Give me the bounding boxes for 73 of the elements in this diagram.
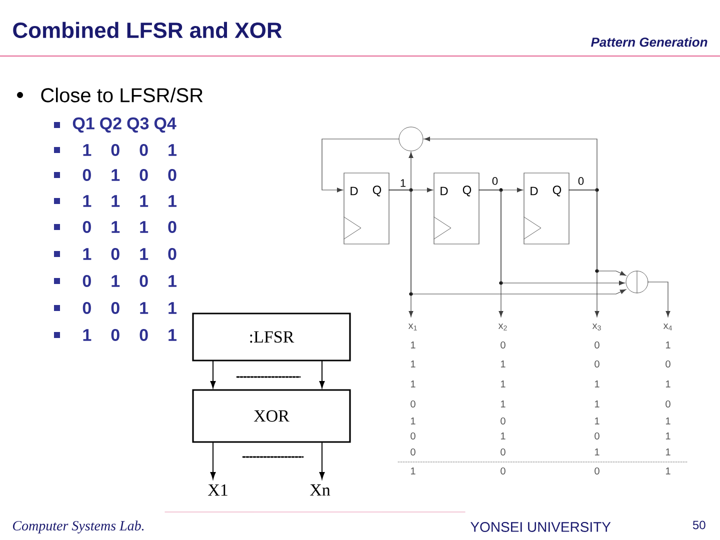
table-cell: 1 [501, 380, 506, 388]
table-cell: 1 [666, 380, 670, 388]
table-cell: 1 [595, 380, 600, 388]
arrow [424, 136, 598, 190]
table-cell: 1 [411, 468, 416, 474]
arrow [478, 190, 504, 317]
arrow [648, 282, 670, 317]
edge-label: 0 [577, 176, 585, 186]
xor-circle [398, 126, 424, 152]
table-cell: 0 [410, 448, 416, 456]
table-cell: 0 [594, 467, 600, 475]
footer-text: Computer Systems Lab. [13, 520, 144, 534]
table-cell: 0 [594, 341, 600, 349]
table-cell: 1 [595, 400, 600, 408]
table-cell: 0 [410, 400, 416, 408]
bullet-text: Q1 Q2 Q3 Q4 [72, 117, 176, 133]
edge-label: 0 [491, 176, 499, 186]
arrow [319, 360, 325, 388]
table-cell: 0 [500, 417, 506, 425]
arrow [322, 138, 400, 192]
bullet-text: Close to LFSR/SR [41, 88, 203, 102]
bullet-text: 1 0 0 1 [83, 328, 177, 342]
table-cell: 1 [501, 400, 506, 408]
page-number: 50 [692, 520, 706, 530]
table-cell: 1 [411, 418, 416, 424]
table-cell: 0 [594, 360, 600, 368]
bullet-text: 0 1 1 0 [82, 220, 176, 234]
table-cell: 0 [666, 400, 670, 408]
flip-flop: D Q [524, 172, 570, 244]
column-header: x$_{2}$ [498, 324, 507, 330]
table-cell: 1 [411, 360, 416, 368]
xor-circle [626, 270, 648, 294]
table-cell: 0 [410, 432, 416, 440]
bullet-text: 1 1 1 1 [83, 195, 177, 207]
table-cell: 1 [595, 448, 600, 456]
arrow [388, 190, 414, 317]
block-box: :LFSR [192, 312, 351, 362]
table-cell: 1 [411, 380, 416, 388]
table-cell: 1 [501, 360, 506, 368]
header-text: Pattern Generation [591, 37, 708, 47]
footer-text: YONSEI UNIVERSITY [470, 522, 611, 532]
table-cell: 1 [595, 418, 600, 424]
arrow [210, 442, 216, 480]
column-header: x$_{4}$ [663, 324, 672, 330]
table-cell: 0 [500, 448, 506, 456]
table-cell: 0 [500, 467, 506, 475]
arrow [568, 190, 600, 317]
arrow [319, 442, 325, 480]
bullet-text: 0 1 0 1 [82, 274, 177, 288]
table-cell: 1 [666, 468, 670, 474]
flip-flop: D Q [434, 172, 480, 244]
bullet-text: 0 1 0 0 [82, 168, 176, 182]
table-cell: 1 [666, 418, 670, 424]
table-cell: 1 [666, 432, 670, 440]
table-cell: 1 [666, 342, 670, 348]
column-header: x$_{3}$ [592, 324, 601, 330]
column-header: x$_{1}$ [408, 324, 417, 330]
bullet-text: 1 0 0 1 [83, 144, 177, 156]
output-label: X1 [208, 484, 228, 496]
bullet-text: 0 0 1 1 [82, 302, 177, 314]
block-box: XOR [192, 389, 351, 443]
table-cell: 0 [500, 341, 506, 349]
table-cell: 1 [411, 342, 416, 348]
bullet-text: 1 0 1 0 [83, 248, 176, 260]
edge-label: 1 [399, 178, 407, 188]
table-cell: 1 [501, 432, 506, 440]
table-cell: 0 [594, 432, 600, 440]
table-cell: 1 [666, 448, 670, 456]
output-label: Xn [310, 484, 330, 496]
table-cell: 0 [666, 360, 670, 368]
title: Combined LFSR and XOR [13, 22, 282, 38]
flip-flop: D Q [344, 172, 390, 244]
arrow [210, 360, 216, 388]
